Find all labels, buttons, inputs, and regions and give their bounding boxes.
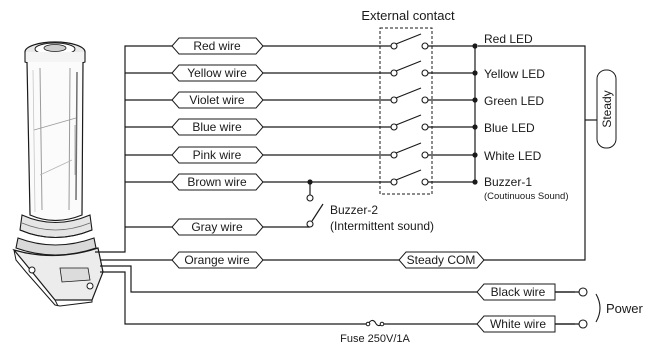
fuse-symbol: Fuse 250V/1A bbox=[340, 319, 411, 345]
output-buzzer-1: Buzzer-1 bbox=[484, 175, 532, 189]
output-red-led: Red LED bbox=[484, 32, 533, 46]
output-white-led: White LED bbox=[484, 149, 542, 163]
contact-switch-5 bbox=[380, 142, 475, 159]
wire-label-red-text: Red wire bbox=[193, 39, 241, 53]
steady-com-tag: Steady COM bbox=[398, 251, 485, 269]
external-contact-block: External contact bbox=[361, 8, 478, 195]
signal-tower-illustration bbox=[12, 41, 104, 307]
buzzer-2-switch: Buzzer-2 (Intermittent sound) bbox=[306, 179, 434, 233]
wire-label-yellow: Yellow wire bbox=[171, 64, 264, 82]
output-yellow-led: Yellow LED bbox=[484, 67, 545, 81]
wire-label-pink: Pink wire bbox=[171, 146, 264, 164]
steady-com-label: Steady COM bbox=[407, 253, 476, 267]
contact-switch-1 bbox=[380, 33, 475, 50]
wire-label-pink-text: Pink wire bbox=[193, 148, 242, 162]
wire-label-brown-text: Brown wire bbox=[187, 175, 247, 189]
wire-label-group: Red wire Yellow wire Violet wire Blue wi… bbox=[171, 37, 556, 333]
buzzer-2-note: (Intermittent sound) bbox=[330, 219, 434, 233]
wire-label-blue-text: Blue wire bbox=[192, 120, 242, 134]
output-blue-led: Blue LED bbox=[484, 121, 535, 135]
external-contact-box bbox=[379, 27, 433, 195]
fuse-label: Fuse 250V/1A bbox=[340, 333, 410, 345]
contact-switch-3 bbox=[380, 87, 475, 104]
wire-label-white: White wire bbox=[476, 315, 556, 333]
wire-label-gray: Gray wire bbox=[171, 218, 264, 236]
wire-label-black: Black wire bbox=[476, 283, 556, 301]
wire-label-red: Red wire bbox=[171, 37, 264, 55]
wire-label-black-text: Black wire bbox=[491, 285, 546, 299]
wire-label-violet: Violet wire bbox=[171, 91, 264, 109]
wire-label-white-text: White wire bbox=[490, 317, 546, 331]
contact-switch-4 bbox=[380, 114, 475, 131]
wire-label-gray-text: Gray wire bbox=[191, 220, 243, 234]
contact-switch-2 bbox=[380, 60, 475, 77]
buzzer-2-label: Buzzer-2 bbox=[330, 203, 378, 217]
wire-label-brown: Brown wire bbox=[171, 173, 264, 191]
wire-label-yellow-text: Yellow wire bbox=[187, 66, 247, 80]
power-label: Power bbox=[606, 301, 644, 316]
steady-label: Steady bbox=[600, 90, 614, 127]
wire-label-violet-text: Violet wire bbox=[189, 93, 244, 107]
contact-switch-6 bbox=[380, 169, 475, 186]
output-labels: Red LED Yellow LED Green LED Blue LED Wh… bbox=[484, 32, 569, 202]
wire-label-blue: Blue wire bbox=[171, 118, 264, 136]
wire-label-orange-text: Orange wire bbox=[184, 253, 250, 267]
buzzer-1-note: (Coutinuous Sound) bbox=[484, 191, 569, 202]
external-contact-title: External contact bbox=[361, 8, 455, 23]
steady-tag: Steady bbox=[596, 69, 617, 149]
output-green-led: Green LED bbox=[484, 94, 544, 108]
wire-label-orange: Orange wire bbox=[171, 251, 264, 269]
power-terminals: Power bbox=[555, 287, 644, 329]
